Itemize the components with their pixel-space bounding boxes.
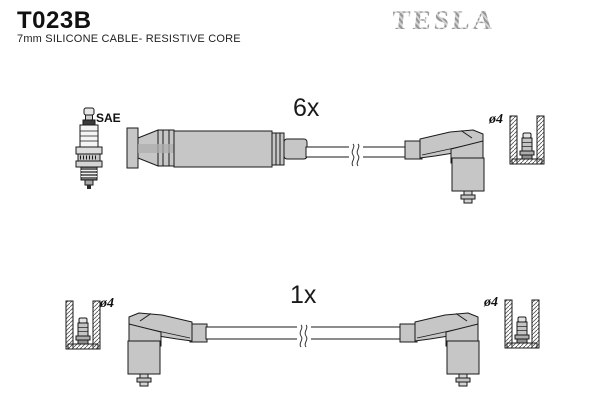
angled-boot-connector xyxy=(127,312,208,387)
spark-plug-standard-label: SAE xyxy=(96,111,121,125)
bottom-quantity-label: 1x xyxy=(290,281,317,309)
angled-boot-connector xyxy=(404,129,485,204)
top-assembly xyxy=(75,107,545,204)
top-quantity-label: 6x xyxy=(293,94,320,122)
bottom-assembly xyxy=(65,299,540,387)
brand-logo: TESLA xyxy=(390,5,497,35)
part-number: T023B xyxy=(17,7,92,34)
straight-boot-connector xyxy=(126,127,308,169)
terminal-cap-cross-section xyxy=(509,115,545,165)
terminal-cap-cross-section xyxy=(504,299,540,349)
ignition-cable xyxy=(305,142,407,168)
terminal-cap-cross-section xyxy=(65,300,101,350)
bottom-left-cap-diameter-label: ø4 xyxy=(100,296,114,311)
top-cap-diameter-label: ø4 xyxy=(489,112,503,127)
cable-break-symbol xyxy=(296,323,312,349)
bottom-right-cap-diameter-label: ø4 xyxy=(484,295,498,310)
cable-break-symbol xyxy=(348,142,364,168)
ignition-cable xyxy=(205,323,402,349)
spark-plug-icon xyxy=(75,107,103,189)
product-subtitle: 7mm SILICONE CABLE- RESISTIVE CORE xyxy=(17,33,241,45)
angled-boot-connector xyxy=(399,312,480,387)
